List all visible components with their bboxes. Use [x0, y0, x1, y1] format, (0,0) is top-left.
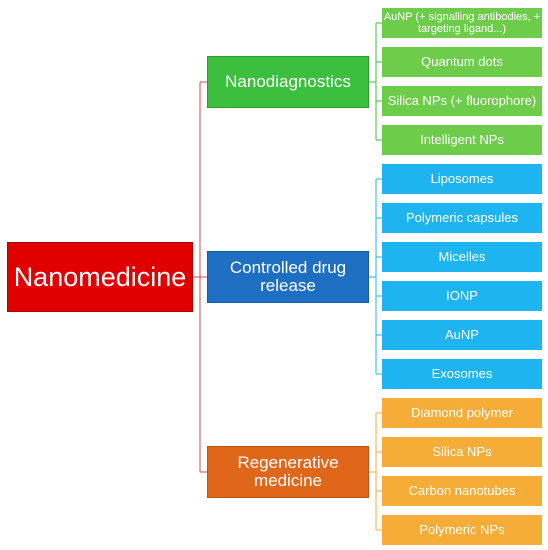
leaf-intelligent-nps: Intelligent NPs: [382, 125, 542, 155]
leaf-ionp: IONP: [382, 281, 542, 311]
leaf-micelles: Micelles: [382, 242, 542, 272]
root-node-nanomedicine: Nanomedicine: [7, 242, 193, 312]
leaf-exosomes: Exosomes: [382, 359, 542, 389]
leaf-carbon-nanotubes: Carbon nanotubes: [382, 476, 542, 506]
category-controlled-drug-release: Controlled drug release: [207, 251, 369, 303]
leaf-silica-nps: Silica NPs: [382, 437, 542, 467]
category-regenerative-medicine: Regenerative medicine: [207, 446, 369, 498]
category-nanodiagnostics: Nanodiagnostics: [207, 56, 369, 108]
leaf-polymeric-nps: Polymeric NPs: [382, 515, 542, 545]
leaf-aunp: AuNP: [382, 320, 542, 350]
leaf-silica-nps-fluorophore: Silica NPs (+ fluorophore): [382, 86, 542, 116]
leaf-polymeric-capsules: Polymeric capsules: [382, 203, 542, 233]
leaf-quantum-dots: Quantum dots: [382, 47, 542, 77]
leaf-diamond-polymer: Diamond polymer: [382, 398, 542, 428]
leaf-liposomes: Liposomes: [382, 164, 542, 194]
leaf-aunp-signalling: AuNP (+ signalling antibodies, + targeti…: [382, 8, 542, 38]
